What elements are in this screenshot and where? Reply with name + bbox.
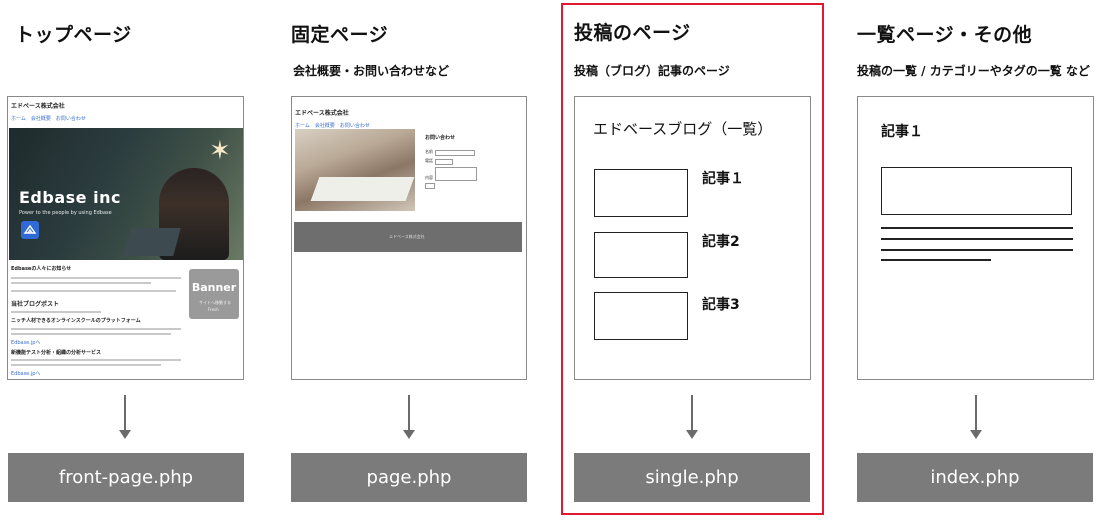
- column-subtitle: 投稿の一覧 / カテゴリーやタグの一覧 など: [857, 64, 1090, 78]
- file-label-front-page: front-page.php: [8, 453, 244, 502]
- arrow-shaft: [124, 395, 126, 431]
- column-single: 投稿のページ 投稿（ブログ）記事のページ エドベースブログ（一覧） 記事１ 記事…: [560, 0, 840, 521]
- submit-button: [425, 183, 435, 189]
- banner-note-2: Fresh: [208, 307, 219, 312]
- field-label-name: 名前: [425, 149, 433, 154]
- meeting-photo: [295, 129, 415, 211]
- section-link: Edbase.jpへ: [11, 371, 41, 377]
- text-line: [881, 238, 1073, 240]
- column-front-page: トップページ エドベース株式会社 ホーム 会社概要 お問い合わせ ✶ Edbas…: [0, 0, 280, 521]
- company-name: エドベース株式会社: [11, 103, 65, 110]
- text-line: [11, 277, 181, 279]
- text-line: [11, 359, 181, 361]
- arrow-shaft: [408, 395, 410, 431]
- field-label-content: 内容: [425, 175, 433, 180]
- index-thumbnail: 記事１: [857, 96, 1094, 380]
- banner: Banner サイトへ移動する Fresh: [189, 269, 239, 319]
- highlight-frame: [561, 3, 824, 515]
- article-thumbnail: [594, 292, 688, 340]
- file-label-single: single.php: [574, 453, 810, 502]
- content-field: [435, 167, 477, 181]
- column-title: トップページ: [15, 24, 132, 46]
- name-field: [435, 150, 475, 156]
- text-line: [11, 290, 176, 292]
- table-shape: [310, 177, 415, 201]
- column-title: 投稿のページ: [574, 22, 691, 44]
- blog-title: エドベースブログ（一覧）: [593, 120, 773, 138]
- article-image: [881, 167, 1072, 215]
- column-subtitle: 投稿（ブログ）記事のページ: [574, 64, 730, 78]
- nav-links: ホーム 会社概要 お問い合わせ: [295, 123, 370, 129]
- text-line: [881, 249, 1073, 251]
- field-label-phone: 電話: [425, 158, 433, 163]
- arrow-shaft: [691, 395, 693, 431]
- section-heading-2: 新機能テスト分析・組織の分析サービス: [11, 350, 102, 356]
- arrow-down-icon: [686, 430, 698, 439]
- article-thumbnail: [594, 169, 688, 217]
- footer-text: エドベース株式会社: [389, 234, 425, 239]
- article-title: 記事１: [881, 124, 923, 140]
- section-subheading: ニッチ人材できるオンラインスクールのプラットフォーム: [11, 318, 141, 324]
- hero-title: Edbase inc: [19, 188, 121, 207]
- article-label: 記事3: [702, 297, 740, 313]
- section-link: Edbase.jpへ: [11, 340, 41, 346]
- file-label-index: index.php: [857, 453, 1093, 502]
- text-line: [881, 259, 991, 261]
- text-line: [881, 227, 1073, 229]
- footer-bar: エドベース株式会社: [294, 222, 522, 252]
- page-thumbnail: エドベース株式会社 ホーム 会社概要 お問い合わせ お問い合わせ 名前 電話 内…: [291, 96, 527, 380]
- company-name: エドベース株式会社: [295, 110, 349, 117]
- text-line: [11, 364, 161, 366]
- arrow-shaft: [975, 395, 977, 431]
- phone-field: [435, 159, 453, 165]
- hero-tagline: Power to the people by using Edbase: [19, 210, 112, 216]
- article-thumbnail: [594, 232, 688, 278]
- news-heading: Edbaseの人々にお知らせ: [11, 266, 72, 272]
- column-title: 一覧ページ・その他: [857, 24, 1033, 46]
- arrow-down-icon: [970, 430, 982, 439]
- text-line: [11, 328, 181, 330]
- article-label: 記事１: [702, 171, 744, 187]
- text-line: [11, 282, 151, 284]
- column-title: 固定ページ: [291, 24, 389, 46]
- light-burst-icon: ✶: [209, 136, 231, 166]
- section-heading: 当社ブログポスト: [11, 301, 60, 308]
- banner-note: サイトへ移動する: [199, 300, 231, 305]
- column-index: 一覧ページ・その他 投稿の一覧 / カテゴリーやタグの一覧 など 記事１ ind…: [840, 0, 1119, 521]
- text-line: [11, 333, 171, 335]
- hero-image: ✶ Edbase inc Power to the people by usin…: [9, 128, 243, 260]
- single-thumbnail: エドベースブログ（一覧） 記事１ 記事2 記事3: [574, 96, 811, 380]
- column-page: 固定ページ 会社概要・お問い合わせなど エドベース株式会社 ホーム 会社概要 お…: [280, 0, 560, 521]
- article-label: 記事2: [702, 234, 740, 250]
- text-line: [11, 311, 101, 313]
- column-subtitle: 会社概要・お問い合わせなど: [293, 64, 450, 78]
- logo-icon: [21, 221, 39, 239]
- banner-label: Banner: [191, 281, 237, 294]
- front-page-thumbnail: エドベース株式会社 ホーム 会社概要 お問い合わせ ✶ Edbase inc P…: [7, 96, 244, 380]
- form-title: お問い合わせ: [425, 135, 456, 141]
- nav-links: ホーム 会社概要 お問い合わせ: [11, 116, 86, 122]
- file-label-page: page.php: [291, 453, 527, 502]
- laptop-shape: [123, 228, 181, 256]
- arrow-down-icon: [403, 430, 415, 439]
- arrow-down-icon: [119, 430, 131, 439]
